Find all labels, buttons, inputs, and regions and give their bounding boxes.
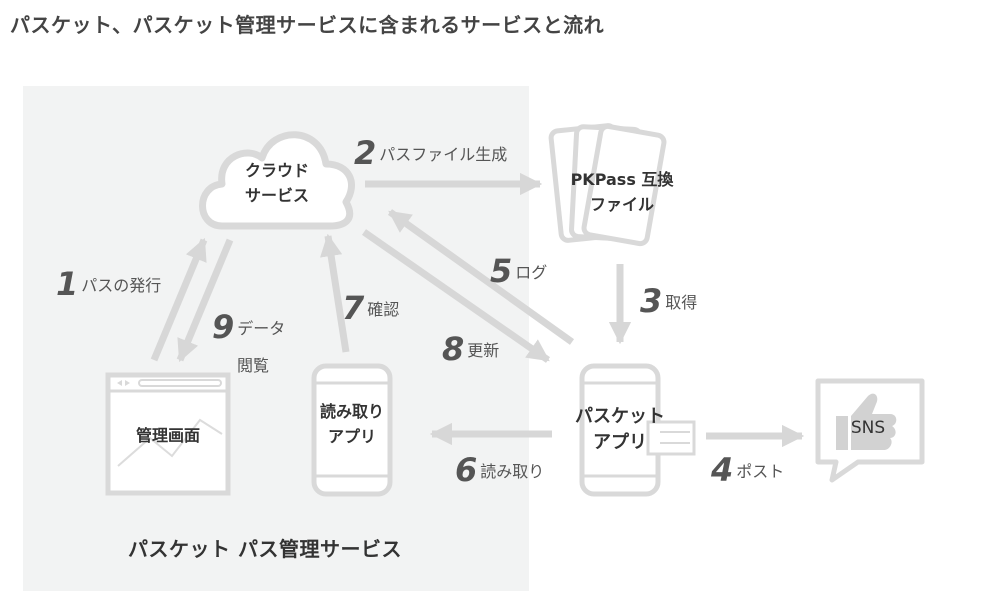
cloud-service-label: クラウド サービス <box>244 161 309 205</box>
arrow-7 <box>320 233 350 353</box>
cloud-icon <box>199 131 355 230</box>
smartphone-icon <box>311 363 393 497</box>
admin-screen-label: 管理画面 <box>135 426 200 445</box>
thumbs-up-icon <box>836 393 897 450</box>
passket-app-phone-icon <box>579 363 696 497</box>
arrow-5 <box>387 209 575 345</box>
arrow-9 <box>176 238 234 363</box>
browser-window-icon <box>105 372 231 496</box>
reader-app-label: 読み取り アプリ <box>319 402 384 446</box>
panel-title: パスケット パス管理サービス <box>128 537 402 561</box>
diagram-title: パスケット、パスケット管理サービスに含まれるサービスと流れ <box>10 13 605 37</box>
sns-label: SNS <box>850 418 886 438</box>
arrow-1 <box>150 237 208 362</box>
arrow-8 <box>362 229 550 363</box>
pass-cards-icon <box>548 123 667 247</box>
passket-app-label: パスケット アプリ <box>575 406 665 454</box>
pkpass-file-label: PKPass 互換 ファイル <box>570 170 674 214</box>
